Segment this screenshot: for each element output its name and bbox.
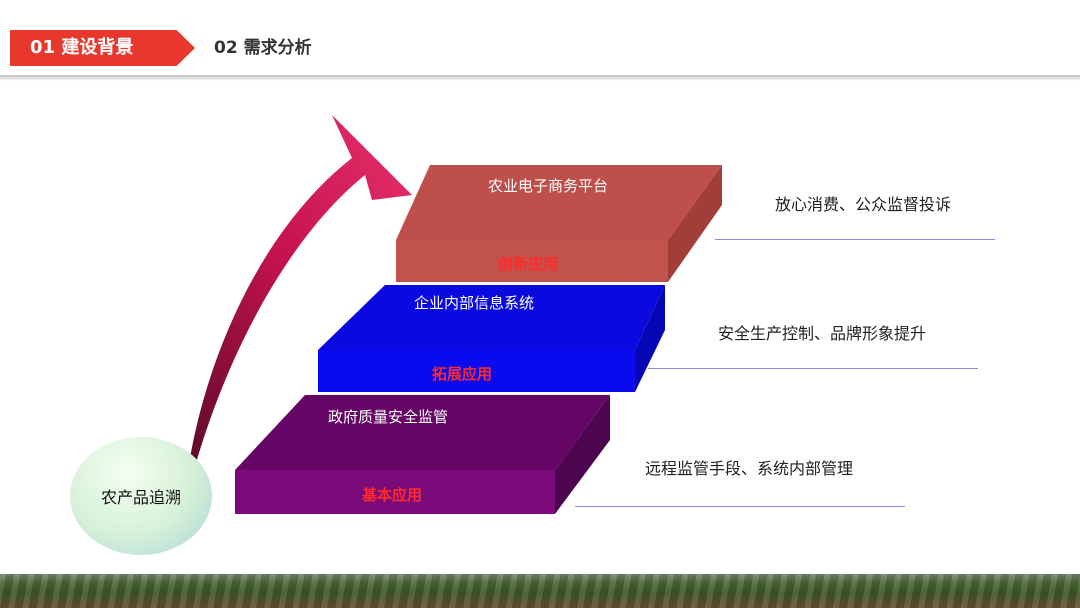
farmland-banner	[0, 574, 1080, 608]
desc-innovation: 放心消费、公众监督投诉	[775, 195, 952, 214]
layer-stage-extended: 拓展应用	[432, 365, 493, 383]
desc-line-basic	[575, 506, 905, 507]
layer-innovation	[396, 165, 722, 282]
layer-basic	[235, 395, 610, 514]
tab-construction-background[interactable]: 01 建设背景	[10, 30, 195, 66]
header-divider	[0, 75, 1080, 81]
layer-extended	[318, 285, 665, 392]
layer-title-ecommerce: 农业电子商务平台	[488, 177, 609, 195]
layer-title-enterprise: 企业内部信息系统	[414, 294, 535, 312]
traceability-circle: 农产品追溯	[70, 437, 212, 555]
layer-stage-innovation: 创新应用	[498, 255, 559, 273]
tab-requirement-analysis[interactable]: 02 需求分析	[214, 38, 312, 58]
layer-stage-basic: 基本应用	[362, 486, 423, 504]
desc-line-innovation	[715, 239, 995, 240]
traceability-label: 农产品追溯	[100, 488, 181, 507]
desc-basic: 远程监管手段、系统内部管理	[645, 459, 854, 478]
desc-line-extended	[648, 368, 978, 369]
layer-title-government: 政府质量安全监管	[328, 408, 449, 426]
desc-extended: 安全生产控制、品牌形象提升	[718, 324, 927, 343]
